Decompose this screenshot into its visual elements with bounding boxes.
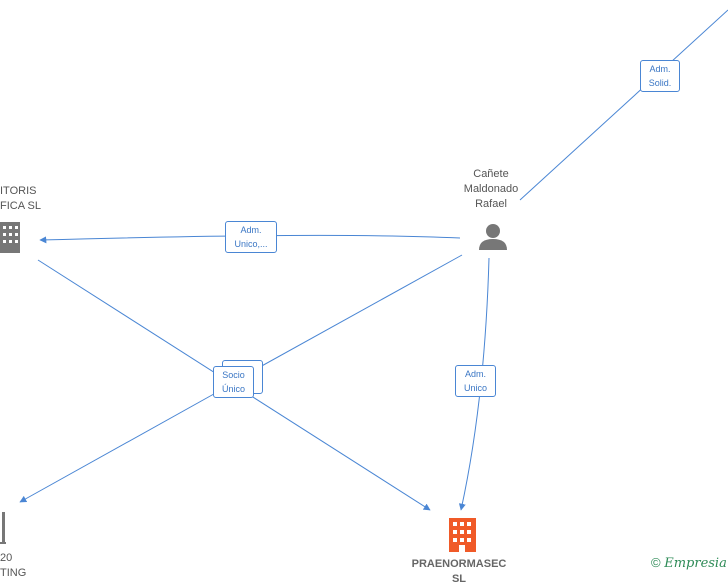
relationship-graph <box>0 9 728 552</box>
person-name-line1: Cañete <box>473 168 509 180</box>
edge-solid-line <box>519 9 728 201</box>
building-icon <box>0 222 20 253</box>
person-name-line3: Rafael <box>475 198 507 210</box>
edge-label-socio-line2: Único <box>221 384 245 394</box>
person-name[interactable]: Cañete Maldonado Rafael <box>452 167 530 212</box>
edge-label-adm-unico[interactable]: Adm. Unico <box>455 365 496 397</box>
company-left-line1: ITORIS <box>0 185 37 197</box>
building-icon <box>0 512 6 544</box>
edge-label-unico[interactable]: Adm. Unico,... <box>225 221 277 253</box>
edge-label-unico-line2: Unico,... <box>234 239 268 249</box>
credit: © Empresia <box>651 555 727 571</box>
company-bottom-left-line2: TING <box>0 567 27 579</box>
building-icon <box>449 518 476 552</box>
edge-label-solid[interactable]: Adm. Solid. <box>640 60 680 92</box>
copyright-icon: © <box>651 555 661 570</box>
edge-label-adm-unico-line1: Adm. <box>464 369 486 379</box>
edge-label-solid-line1: Adm. <box>649 64 671 74</box>
person-icon <box>479 224 507 250</box>
edge-socio-to-bottom-line <box>19 384 231 503</box>
edge-label-adm-unico-line2: Unico <box>463 383 487 393</box>
company-main-name[interactable]: PRAENORMASEC SL <box>404 557 514 587</box>
edge-label-socio-line1: Socio <box>222 370 245 380</box>
edge-label-solid-line2: Solid. <box>648 78 672 88</box>
company-main-line1: PRAENORMASEC <box>411 558 507 570</box>
brand-name[interactable]: Empresia <box>664 556 727 571</box>
edge-label-socio[interactable]: Socio Único <box>213 366 254 398</box>
company-bottom-left-line1: 20 <box>0 552 13 564</box>
edge-unico-line <box>39 234 461 244</box>
edge-label-unico-line1: Adm. <box>240 225 262 235</box>
edge-person-to-socio-line <box>239 254 463 379</box>
company-left-name[interactable]: ITORIS FICA SL <box>0 184 41 214</box>
company-bottom-left-name[interactable]: 20 TING <box>0 551 26 581</box>
person-name-line2: Maldonado <box>463 183 519 195</box>
company-left-line2: FICA SL <box>0 200 41 212</box>
